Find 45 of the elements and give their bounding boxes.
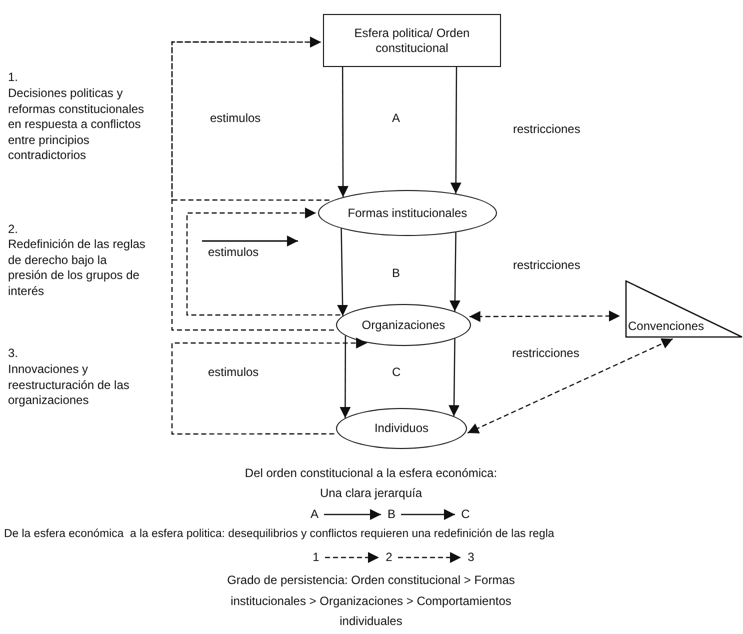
letter-label: A bbox=[309, 507, 320, 522]
arrow bbox=[450, 67, 462, 194]
annotation-text: Redefinición de las reglas de derecho bajo la presión de los grupos de interés bbox=[8, 237, 146, 299]
annotation-text: Innovaciones y reestructuración de las organizaciones bbox=[8, 362, 130, 408]
dashed-arrow bbox=[467, 338, 673, 434]
triangle-node: Convenciones bbox=[625, 280, 743, 338]
flow-label: estimulos bbox=[208, 365, 260, 380]
arrow bbox=[449, 232, 460, 312]
process-box: Esfera politica/ Orden constitucional bbox=[323, 14, 501, 67]
number-label: 1 bbox=[311, 550, 321, 565]
flow-label: estimulos bbox=[210, 111, 262, 126]
flow-label: estimulos bbox=[208, 245, 260, 260]
arrow bbox=[401, 509, 455, 520]
note-text: Grado de persistencia: Orden constitucional > Formas institucionales > Organizaciones > Comportamientos individuales bbox=[226, 572, 516, 630]
dashed-arrow bbox=[469, 310, 620, 322]
dashed-arrow bbox=[171, 36, 334, 331]
letter-label: B bbox=[386, 507, 397, 522]
dashed-arrow bbox=[398, 552, 461, 563]
stage-letter: C bbox=[392, 365, 402, 380]
dashed-arrow bbox=[325, 552, 379, 563]
list-number: 3. bbox=[8, 346, 20, 362]
dashed-arrow bbox=[171, 338, 368, 435]
flow-label: restricciones bbox=[513, 122, 582, 138]
flow-label: restricciones bbox=[513, 258, 582, 274]
stage-letter: B bbox=[392, 266, 402, 282]
arrow bbox=[448, 338, 460, 416]
list-number: 2. bbox=[8, 222, 20, 238]
annotation-text: Decisiones politicas y reformas constitucionales en respuesta a conflictos entre principios contradictorios bbox=[8, 86, 146, 164]
number-label: 3 bbox=[466, 550, 476, 565]
ellipse-node: Formas institucionales bbox=[318, 190, 497, 236]
flow-label: restricciones bbox=[512, 346, 580, 362]
note-text: Una clara jerarquía bbox=[318, 486, 424, 502]
letter-label: C bbox=[460, 507, 471, 522]
arrow bbox=[340, 336, 351, 418]
arrow bbox=[324, 509, 381, 520]
dashed-arrow bbox=[186, 208, 340, 316]
number-label: 2 bbox=[384, 550, 394, 565]
arrow bbox=[337, 228, 348, 316]
note-text: Del orden constitucional a la esfera económica: bbox=[244, 466, 498, 482]
ellipse-node: Organizaciones bbox=[336, 304, 471, 346]
ellipse-node: Individuos bbox=[336, 408, 467, 449]
arrow bbox=[338, 67, 349, 198]
list-number: 1. bbox=[8, 70, 20, 86]
note-text: De la esfera económica a la esfera politica: desequilibrios y conflictos requieren una redefinición de las regla bbox=[4, 527, 554, 542]
stage-letter: A bbox=[392, 111, 402, 126]
